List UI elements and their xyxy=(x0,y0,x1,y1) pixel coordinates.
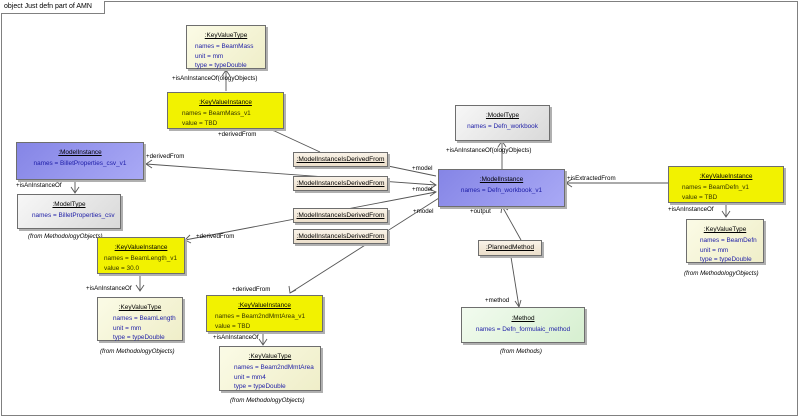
node-attr: value = TBD xyxy=(182,119,218,127)
node-attr: unit = mm xyxy=(700,246,729,254)
association-class[interactable]: :ModelInstanceIsDerivedFrom xyxy=(293,176,388,191)
link-planned-method xyxy=(510,256,520,308)
package-note: (from Methods) xyxy=(500,348,542,355)
node-attr: names = BeamMass xyxy=(195,43,254,50)
node-attr: names = BeamDefn_v1 xyxy=(682,184,749,191)
arrowhead-icon xyxy=(428,188,437,197)
node-attr: value = 30.0 xyxy=(104,264,139,272)
node-attr: names = BeamLength xyxy=(113,315,176,322)
label-is-instance-of: +isAnInstanceOf xyxy=(668,206,714,213)
node-attr: unit = mm xyxy=(195,52,224,60)
node-attr: names = Beam2ndMmtArea xyxy=(234,364,314,371)
node-attr: type = typeDouble xyxy=(195,62,247,69)
node-attr: value = TBD xyxy=(215,322,251,330)
keyvaluetype-beammass[interactable]: :KeyValueType names = BeamMass unit = mm… xyxy=(186,25,266,69)
node-attr: unit = mm xyxy=(113,324,142,332)
node-title: :Method xyxy=(511,315,535,322)
modeltype-billet[interactable]: :ModelType names = BilletProperties_csv xyxy=(17,194,121,229)
modelinstance-billet[interactable]: :ModelInstance names = BilletProperties_… xyxy=(16,142,144,180)
plannedmethod[interactable]: :PlannedMethod xyxy=(478,240,542,256)
arrowhead-icon xyxy=(145,159,153,169)
keyvaluetype-beamlength[interactable]: :KeyValueType names = BeamLength unit = … xyxy=(97,297,183,341)
label-is-instance-of: +isAnInstanceOf(ologyObjects) xyxy=(172,75,258,82)
label-model: +model xyxy=(412,165,433,172)
link-assoc1-defn xyxy=(387,165,437,177)
label-output: +output xyxy=(470,208,491,215)
node-title: :ModelType xyxy=(52,201,86,208)
arrowhead-icon xyxy=(70,186,80,194)
node-attr: type = typeDouble xyxy=(234,383,286,390)
node-title: :ModelInstance xyxy=(58,149,102,156)
node-attr: type = typeDouble xyxy=(113,334,165,341)
node-title: :ModelType xyxy=(485,112,520,119)
association-class[interactable]: :ModelInstanceIsDerivedFrom xyxy=(293,208,388,223)
node-title: :KeyValueType xyxy=(248,353,292,360)
arrowhead-icon xyxy=(721,210,731,218)
node-attr: value = TBD xyxy=(682,193,718,201)
modelinstance-defn[interactable]: :ModelInstance names = Defn_workbook_v1 xyxy=(438,169,565,207)
diagram-title: object Just defn part of AMN xyxy=(1,1,105,14)
arrowhead-icon xyxy=(500,205,509,214)
link-planned-output xyxy=(501,205,522,241)
node-title: :KeyValueInstance xyxy=(699,173,753,180)
label-is-instance-of: +isAnInstanceOf xyxy=(213,334,259,341)
node-attr: names = Defn_workbook_v1 xyxy=(460,187,543,194)
keyvaluetype-beamdefn[interactable]: :KeyValueType names = BeamDefn unit = mm… xyxy=(686,219,764,263)
arrowhead-icon xyxy=(184,234,192,244)
node-attr: names = BilletProperties_csv xyxy=(32,212,115,219)
keyvalueinstance-beammass[interactable]: :KeyValueInstance names = BeamMass_v1 va… xyxy=(167,92,284,129)
label-is-extracted-from: +isExtractedFrom xyxy=(567,175,616,182)
label-derived-from: +derivedFrom xyxy=(146,153,185,160)
node-attr: names = Defn_workbook xyxy=(467,123,538,130)
package-note: (from MethodologyObjects) xyxy=(28,233,103,240)
node-title: :KeyValueInstance xyxy=(114,244,168,251)
keyvaluetype-beam2nd[interactable]: :KeyValueType names = Beam2ndMmtArea uni… xyxy=(219,346,321,391)
label-model: +model xyxy=(412,186,433,193)
node-attr: names = BilletProperties_csv_v1 xyxy=(33,160,127,167)
node-attr: names = Beam2ndMmtArea_v1 xyxy=(215,313,306,320)
link-beam2nd-defn xyxy=(289,197,440,294)
modeltype-defn[interactable]: :ModelType names = Defn_workbook xyxy=(455,105,550,141)
package-note: (from MethodologyObjects) xyxy=(230,397,305,404)
node-title: :ModelInstance xyxy=(479,176,524,183)
label-derived-from: +derivedFrom xyxy=(196,233,235,240)
keyvalueinstance-beam2nd[interactable]: :KeyValueInstance names = Beam2ndMmtArea… xyxy=(206,295,323,332)
arrowhead-icon xyxy=(221,69,231,77)
arrowhead-icon xyxy=(497,140,507,148)
node-attr: names = BeamLength_v1 xyxy=(104,255,178,262)
label-derived-from: +derivedFrom xyxy=(218,131,257,138)
label-model: +model xyxy=(413,208,434,215)
method-defn[interactable]: :Method names = Defn_formulaic_method xyxy=(461,307,585,343)
package-note: (from MethodologyObjects) xyxy=(100,348,175,355)
keyvalueinstance-beamlength[interactable]: :KeyValueInstance names = BeamLength_v1 … xyxy=(97,237,185,274)
arrowhead-icon xyxy=(429,180,437,190)
node-attr: names = BeamMass_v1 xyxy=(182,110,251,117)
node-title: :KeyValueType xyxy=(703,226,747,233)
arrowhead-icon xyxy=(565,178,573,188)
node-attr: type = typeDouble xyxy=(700,256,752,263)
arrowhead-icon xyxy=(135,284,145,292)
node-title: :KeyValueInstance xyxy=(238,302,291,309)
link-assoc1-beammass xyxy=(267,127,321,153)
node-attr: names = Defn_formulaic_method xyxy=(475,326,571,333)
node-title: :KeyValueType xyxy=(118,304,162,311)
keyvalueinstance-beamdefn[interactable]: :KeyValueInstance names = BeamDefn_v1 va… xyxy=(668,166,784,203)
node-title: :KeyValueType xyxy=(204,32,248,39)
node-title: :KeyValueInstance xyxy=(199,99,252,106)
label-is-instance-of: +isAnInstanceOf(ologyObjects) xyxy=(446,147,532,154)
association-class[interactable]: :ModelInstanceIsDerivedFrom xyxy=(293,229,388,244)
arrowhead-icon xyxy=(288,285,297,294)
label-is-instance-of: +isAnInstanceOf xyxy=(86,285,132,292)
node-attr: names = BeamDefn xyxy=(700,237,757,244)
label-is-instance-of: +isAnInstanceOf xyxy=(16,182,62,189)
package-note: (from MethodologyObjects) xyxy=(684,270,759,277)
label-derived-from: +derivedFrom xyxy=(232,286,271,293)
node-attr: unit = mm4 xyxy=(234,373,266,381)
arrowhead-icon xyxy=(258,338,268,346)
association-class[interactable]: :ModelInstanceIsDerivedFrom xyxy=(293,152,388,167)
label-method: +method xyxy=(485,297,510,304)
